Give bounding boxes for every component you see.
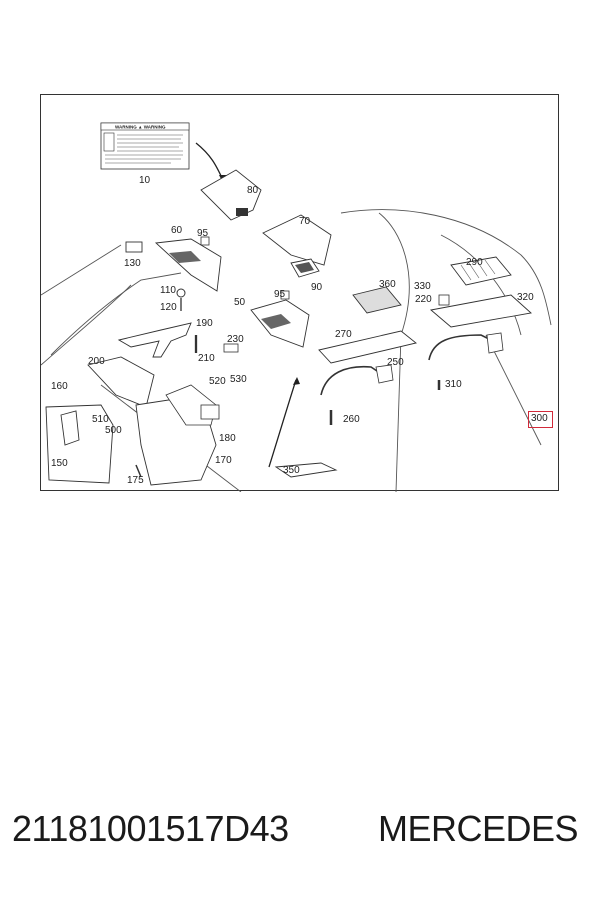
sun-visor-70: [262, 214, 332, 266]
bracket-190: [117, 322, 192, 358]
sun-visor-60: [154, 238, 222, 292]
callout-10: 10: [139, 175, 151, 186]
callout-175: 175: [127, 475, 144, 486]
parts-diagram-frame: WARNING ▲ WARNING: [40, 94, 559, 492]
callout-60: 60: [171, 225, 183, 236]
callout-350: 350: [283, 465, 300, 476]
callout-130: 130: [124, 258, 141, 269]
callout-90: 90: [311, 282, 323, 293]
callout-170: 170: [215, 455, 232, 466]
callout-530: 530: [230, 374, 247, 385]
pad-360: [352, 286, 402, 314]
callout-150: 150: [51, 458, 68, 469]
part-number: 21181001517D43: [12, 808, 289, 849]
callout-200: 200: [88, 356, 105, 367]
rail-270: [318, 330, 418, 364]
callout-260: 260: [343, 414, 360, 425]
callout-95-b: 95: [274, 289, 286, 300]
callout-80: 80: [247, 185, 259, 196]
callout-250: 250: [387, 357, 404, 368]
arrow-down: [195, 142, 224, 181]
grab-handle-250: [320, 365, 387, 396]
callout-110: 110: [160, 285, 176, 296]
callout-510: 510: [92, 414, 109, 425]
handle-350: [274, 462, 338, 478]
callout-290: 290: [466, 257, 483, 268]
callout-180: 180: [219, 433, 236, 444]
callout-320: 320: [517, 292, 534, 303]
callout-190: 190: [196, 318, 213, 329]
brand-name: MERCEDES: [378, 808, 579, 849]
warning-header: WARNING ▲ WARNING: [115, 125, 166, 130]
callout-70: 70: [299, 216, 311, 227]
callout-120: 120: [160, 302, 177, 313]
exploded-parts-diagram: WARNING ▲ WARNING: [41, 122, 552, 492]
callout-210: 210: [198, 353, 215, 364]
callout-95-a: 95: [197, 228, 209, 239]
callout-270: 270: [335, 329, 352, 340]
sun-visor-80: [200, 169, 262, 221]
callout-360: 360: [379, 279, 396, 290]
callout-500: 500: [105, 425, 122, 436]
callout-330: 330: [414, 281, 431, 292]
callout-50: 50: [234, 297, 246, 308]
highlighted-part-label: 300: [531, 413, 548, 424]
callout-520: 520: [209, 376, 226, 387]
callout-230: 230: [227, 334, 244, 345]
rail-320: [429, 294, 532, 328]
grab-handle-300: [428, 334, 502, 361]
cover-290: [450, 256, 512, 286]
callout-310: 310: [445, 379, 462, 390]
callout-160: 160: [51, 381, 68, 392]
warning-label-part: WARNING ▲ WARNING: [100, 122, 190, 170]
callout-220: 220: [415, 294, 432, 305]
mount-200: [87, 356, 155, 408]
highlighted-part-box: [528, 411, 553, 428]
